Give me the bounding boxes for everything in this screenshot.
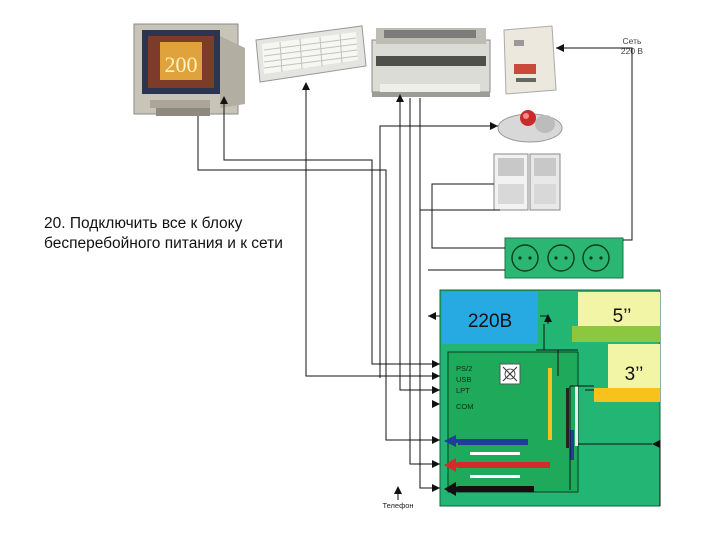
monitor-device: 200 [133, 23, 245, 116]
speakers-device [493, 153, 561, 211]
drive-3-label: 3’’ [625, 364, 644, 385]
drive-5-bay [578, 292, 660, 328]
trackball-device [497, 110, 563, 143]
drive-5-bar [572, 326, 660, 342]
mains-label-line1: Сеть [623, 36, 642, 46]
caption: 20. Подключить все к блоку бесперебойног… [44, 214, 364, 254]
port-lpt-label: LPT [456, 386, 470, 395]
psu-label: 220В [468, 311, 512, 332]
memory-slot-yellow [548, 368, 552, 440]
arrowheads [220, 44, 660, 494]
surge-protector [504, 237, 624, 279]
system-unit: 220В 5’’ 3’’ PS/2 USB LPT COM [439, 289, 661, 507]
drive-3-bay [608, 344, 660, 388]
caption-line-1: 20. Подключить все к блоку [44, 215, 243, 232]
caption-line-2: бесперебойного питания и к сети [44, 235, 283, 252]
colored-cables [444, 435, 550, 496]
printer-device [371, 28, 491, 97]
drive-3-bar [594, 388, 660, 402]
slot-black [566, 388, 569, 448]
psu-block [442, 292, 538, 344]
slot-white [575, 386, 578, 446]
port-usb-label: USB [456, 375, 471, 384]
monitor-screen-text: 200 [165, 52, 198, 77]
telephone-label: Телефон [382, 501, 413, 510]
drive-5-label: 5’’ [613, 306, 632, 327]
port-com-label: COM [456, 402, 474, 411]
keyboard-device [255, 25, 367, 83]
port-ps2-label: PS/2 [456, 364, 472, 373]
ups-device [503, 25, 557, 95]
slot-blue [570, 430, 574, 460]
